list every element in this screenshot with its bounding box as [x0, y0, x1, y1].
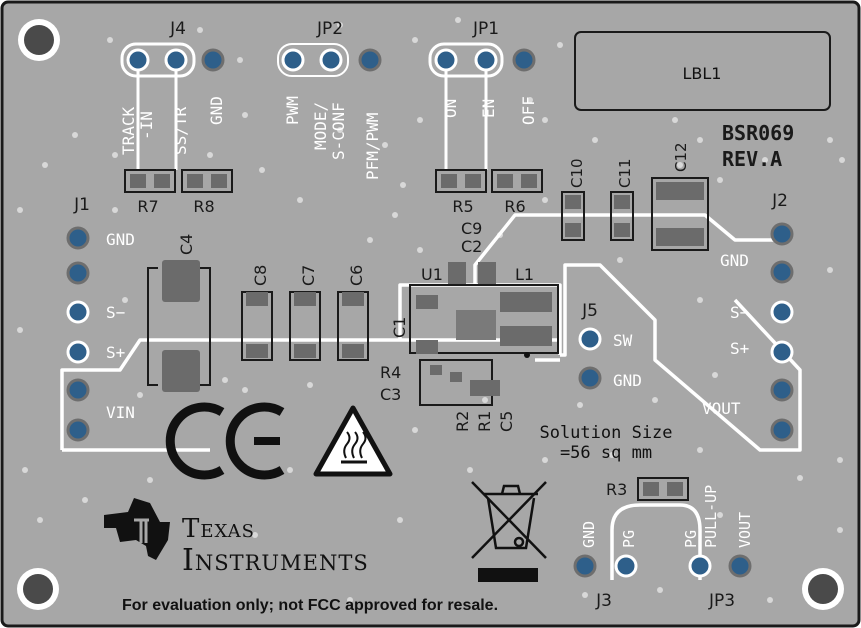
label-j2-sminus: S− [730, 303, 749, 322]
ref-r6: R6 [504, 197, 525, 216]
revision: REV.A [722, 147, 782, 171]
label-sw: SW [613, 331, 633, 350]
ref-c1: C1 [390, 317, 409, 338]
label-j2-gnd: GND [720, 251, 749, 270]
header-j4: J4 TRACK -IN SS/TR GND [119, 19, 226, 170]
ref-r4: R4 [380, 363, 401, 382]
label-j3-gnd: GND [580, 521, 598, 548]
label-j1-sminus: S− [106, 303, 125, 322]
label-j2-vout: VOUT [702, 399, 741, 418]
ref-c3: C3 [380, 385, 401, 404]
solution-size-line1: Solution Size [539, 423, 672, 443]
ref-c2: C2 [461, 237, 482, 256]
logo-texas: Texas [182, 514, 255, 544]
ref-jp3: JP3 [708, 591, 735, 611]
label-sstr: SS/TR [171, 106, 190, 155]
label-mode: MODE/ [311, 102, 330, 150]
hot-surface-warning-icon [313, 405, 393, 477]
ref-jp2: JP2 [316, 19, 343, 39]
label-j1-splus: S+ [106, 343, 125, 362]
ref-jp1: JP1 [472, 19, 499, 39]
label-gnd-j4: GND [207, 96, 226, 125]
ref-c4: C4 [177, 234, 196, 255]
pg-trace [610, 503, 702, 580]
ref-r3: R3 [606, 480, 627, 499]
ref-c6: C6 [347, 265, 366, 286]
via-field [17, 17, 845, 603]
ref-j2: J2 [771, 191, 788, 211]
header-j2: J2 GND S− S+ VOUT [702, 191, 794, 442]
label-pfmpwm: PFM/PWM [363, 113, 382, 180]
label-j5-gnd: GND [613, 371, 642, 390]
ref-c12: C12 [672, 142, 690, 172]
ref-l1: L1 [515, 265, 534, 284]
ref-c7: C7 [299, 265, 318, 286]
ref-j1: J1 [73, 195, 90, 215]
pad-j4-2 [164, 48, 188, 72]
label-off: OFF [519, 96, 538, 125]
logo-instruments: Instruments [182, 543, 369, 578]
ref-r8: R8 [193, 197, 214, 216]
ref-c11: C11 [616, 158, 634, 188]
ref-c8: C8 [251, 265, 270, 286]
label-pwm: PWM [283, 96, 302, 125]
input-caps: C8 C7 C6 [241, 265, 369, 361]
cap-c4: C4 [147, 234, 211, 392]
pad-j4-3 [201, 48, 225, 72]
label-box-text: LBL1 [683, 64, 722, 83]
mounting-holes [17, 19, 844, 610]
label-sconf: S-CONF [329, 102, 348, 160]
label-pullup: PULL-UP [702, 485, 720, 548]
ref-r5: R5 [452, 197, 473, 216]
header-j3-jp3: GND PG PG PULL-UP VOUT J3 JP3 [573, 485, 754, 611]
resistors-top: R7 R8 R5 R6 [124, 169, 543, 216]
label-jp3-pg: PG [682, 530, 700, 548]
vout-trace [560, 263, 802, 452]
ref-u1: U1 [421, 265, 443, 284]
ref-r2: R2 [453, 411, 472, 432]
label-en: EN [479, 99, 498, 118]
header-j1: J1 GND S− S+ VIN [66, 195, 135, 442]
label-jp3-vout: VOUT [736, 512, 754, 548]
ref-j4: J4 [169, 19, 186, 39]
ref-c9: C9 [461, 219, 482, 238]
ref-r7: R7 [137, 197, 158, 216]
weee-bin-icon [471, 481, 547, 582]
ref-c5: C5 [497, 411, 516, 432]
label-in: -IN [137, 111, 156, 140]
solution-size-line2: =56 sq mm [560, 443, 652, 463]
label-box [574, 31, 831, 111]
ref-j5: J5 [581, 301, 598, 321]
label-j1-gnd: GND [106, 230, 135, 249]
label-on: ON [441, 99, 460, 118]
resistor-r3: R3 [606, 477, 689, 501]
label-j3-pg: PG [620, 530, 638, 548]
vin-trace [60, 338, 560, 450]
part-number: BSR069 [722, 121, 794, 145]
texas-instruments-logo: Texas Instruments [104, 498, 369, 578]
ref-c10: C10 [568, 158, 586, 188]
ce-mark: CE [165, 402, 285, 480]
header-jp1: JP1 ON EN OFF [428, 19, 538, 170]
pad-j4-1 [126, 48, 150, 72]
header-j5: J5 SW GND [578, 301, 642, 390]
label-track: TRACK [119, 106, 138, 155]
ref-j3: J3 [595, 591, 612, 611]
ref-r1: R1 [475, 411, 494, 432]
header-jp2: JP2 PWM MODE/ S-CONF PFM/PWM [277, 19, 382, 180]
label-vin: VIN [106, 403, 135, 422]
label-j2-splus: S+ [730, 339, 749, 358]
output-caps: C10 C11 C12 [561, 142, 709, 251]
converter-core: U1 L1 C1 R4 C3 R2 R1 C5 [380, 262, 559, 432]
fcc-disclaimer: For evaluation only; not FCC approved fo… [122, 597, 498, 614]
